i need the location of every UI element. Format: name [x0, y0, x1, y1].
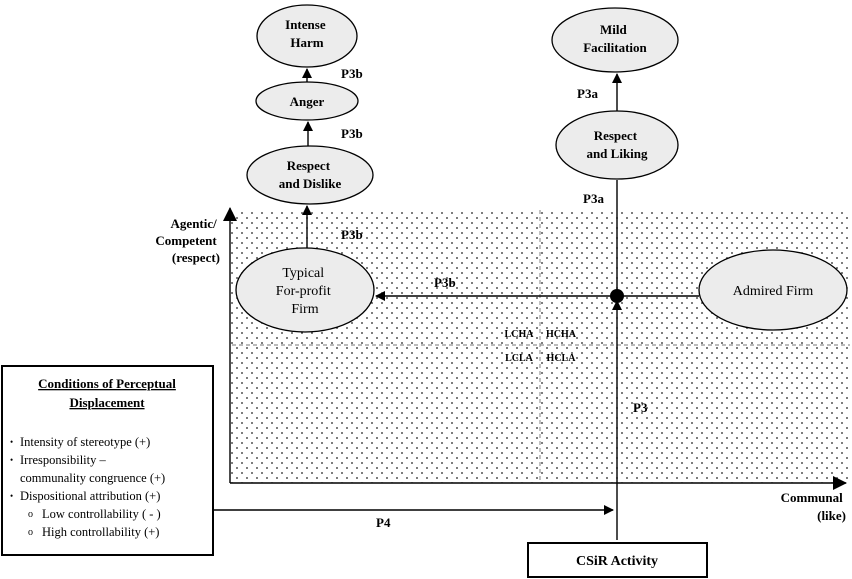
node-typical-firm-label: Typical For-profit Firm [276, 266, 334, 317]
quadrant-label-hcla: HCLA [547, 353, 577, 364]
conditions-title-line1: Conditions of Perceptual [38, 376, 176, 391]
label-p3b-anger: P3b [341, 126, 363, 141]
node-mild-facilitation-label: Mild Facilitation [583, 22, 647, 55]
node-typical-firm [235, 247, 375, 333]
conditions-box [1, 365, 214, 556]
label-p3a-top: P3a [577, 86, 598, 101]
conditions-item: Intensity of stereotype (+) [20, 435, 150, 449]
conditions-item: Irresponsibility – [20, 453, 107, 467]
y-axis-label: Agentic/ Competent (respect) [155, 216, 220, 265]
node-anger-label: Anger [290, 94, 325, 109]
node-respect-dislike-label: Respect and Dislike [279, 158, 342, 191]
node-admired-firm [698, 249, 848, 331]
label-p3b-horizontal: P3b [434, 275, 456, 290]
node-intense-harm [256, 4, 358, 68]
conditions-subbullet: o [28, 527, 33, 538]
label-p4: P4 [376, 515, 391, 530]
label-p3a-lower: P3a [583, 191, 604, 206]
csir-activity-label: CSiR Activity [576, 554, 658, 569]
node-respect-liking-label: Respect and Liking [586, 128, 648, 161]
node-intense-harm-label: Intense Harm [285, 17, 329, 50]
quadrant-label-lcla: LCLA [505, 353, 534, 364]
conditions-subitem: Low controllability ( - ) [42, 507, 161, 521]
conditions-subitem: High controllability (+) [42, 525, 159, 539]
label-p3b-harm: P3b [341, 66, 363, 81]
node-mild-facilitation [551, 7, 679, 73]
quadrant-label-hcha: HCHA [546, 329, 577, 340]
central-point [610, 289, 624, 303]
conditions-bullet: • [10, 455, 13, 465]
quadrant-label-lcha: LCHA [505, 329, 535, 340]
conditions-item: communality congruence (+) [20, 471, 165, 485]
conditions-bullet: • [10, 491, 13, 501]
label-p3: P3 [633, 400, 648, 415]
conditions-bullet: • [10, 437, 13, 447]
node-admired-firm-label: Admired Firm [733, 284, 814, 299]
csir-activity-box [527, 542, 708, 578]
conditions-item: Dispositional attribution (+) [20, 489, 160, 503]
conditions-subbullet: o [28, 509, 33, 520]
node-respect-dislike [246, 145, 374, 205]
node-respect-liking [555, 110, 679, 180]
x-axis-label: Communal (like) [781, 490, 846, 523]
label-p3b-typical: P3b [341, 227, 363, 242]
conditions-title-line2: Displacement [69, 395, 145, 410]
